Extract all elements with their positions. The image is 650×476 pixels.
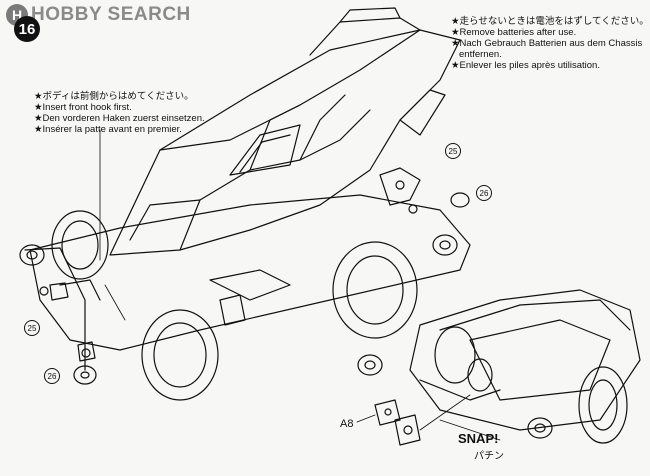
snap-label: SNAP!: [458, 431, 499, 446]
body-ridge: [159, 29, 421, 151]
chassis-outline: [29, 194, 471, 351]
part-a8: [374, 399, 401, 426]
body-shell: [109, 29, 461, 256]
battery-note-jp: ★走らせないときは電池をはずしてください。: [451, 16, 649, 27]
part-label-a8: A8: [340, 418, 354, 430]
roller-front-left: [19, 244, 45, 266]
wheel-front-left: [51, 210, 109, 280]
screw-26-left: [81, 348, 91, 358]
body-hook-note: ★ボディは前側からはめてください。 ★Insert front hook fir…: [34, 91, 205, 135]
body-hook-note-fr: ★Insérer la patte avant en premier.: [34, 124, 182, 135]
inset-roller-rear: [527, 417, 553, 439]
wheel-rear-right: [332, 241, 418, 339]
watermark-text: HOBBY SEARCH: [31, 4, 191, 25]
callout-26-left: 26: [44, 368, 60, 384]
step-number-badge: 16: [14, 16, 40, 42]
screw-26-right: [408, 204, 418, 214]
watermark: H HOBBY SEARCH: [6, 4, 191, 26]
callout-25-left: 25: [24, 320, 40, 336]
battery-note-de: ★Nach Gebrauch Batterien aus dem Chassis: [451, 38, 643, 49]
inset-roller-front: [357, 354, 383, 376]
battery-note-de-cont: entfernen.: [459, 49, 502, 60]
callout-25-right: 25: [445, 143, 461, 159]
roller-rear-right: [432, 234, 458, 256]
wheel-rear-left: [141, 309, 219, 401]
battery-note: ★走らせないときは電池をはずしてください。 ★Remove batteries …: [451, 16, 649, 71]
battery-note-en: ★Remove batteries after use.: [451, 27, 577, 38]
snap-label-jp: パチン: [474, 451, 504, 462]
body-hook-note-jp: ★ボディは前側からはめてください。: [34, 91, 194, 102]
canopy: [229, 124, 301, 176]
screw-25-right: [395, 180, 405, 190]
body-hook-note-en: ★Insert front hook first.: [34, 102, 132, 113]
battery-note-fr: ★Enlever les piles après utilisation.: [451, 60, 600, 71]
inset-car-outline: [409, 289, 641, 431]
screw-25-left: [39, 286, 49, 296]
inset-wheel-rear: [578, 366, 628, 444]
callout-26-right: 26: [476, 185, 492, 201]
body-hook-note-de: ★Den vorderen Haken zuerst einsetzen.: [34, 113, 205, 124]
inset-motor: [434, 326, 476, 384]
rear-wing: [309, 17, 421, 56]
